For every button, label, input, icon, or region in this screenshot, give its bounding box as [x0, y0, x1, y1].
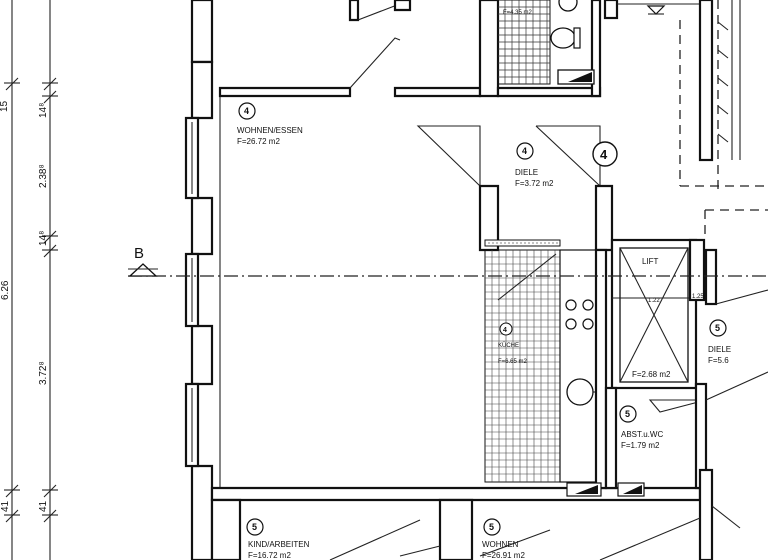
dim-right-d: 3.72⁸	[38, 361, 49, 385]
dim-left-total: 6.26	[0, 280, 11, 300]
dim-right-e: 41	[38, 500, 49, 512]
lift-name: LIFT	[642, 257, 659, 266]
room-number-circle	[238, 102, 256, 120]
diele-area: F=3.72 m2	[515, 179, 554, 188]
dim-left-a: 15	[0, 100, 10, 112]
lift-shaft	[610, 238, 706, 390]
room-number-circle	[709, 319, 727, 337]
outer-walls	[190, 0, 702, 560]
room-number-circle	[619, 405, 637, 423]
diele-name: DIELE	[515, 168, 538, 177]
wohnen-bottom-number: 5	[489, 522, 494, 532]
dim-left-b: 41	[0, 500, 11, 512]
room-number-circle	[592, 141, 618, 167]
wohnen-bottom-name: WOHNEN	[482, 540, 519, 549]
room-number-circle	[483, 518, 501, 536]
diele-right-area: F=5.6	[708, 356, 729, 365]
diele-right-number: 5	[715, 323, 720, 333]
lift-dim2: 1.25	[692, 294, 704, 300]
abst-wc-name: ABST.u.WC	[621, 430, 663, 439]
section-marker: B	[134, 245, 144, 262]
lift-area: F=2.68 m2	[632, 370, 671, 379]
wohnen-essen-name: WOHNEN/ESSEN	[237, 126, 303, 135]
diele-walls	[416, 125, 614, 252]
bath-tiles	[497, 0, 595, 85]
diele-number: 4	[522, 146, 527, 156]
bottom-rooms	[329, 505, 741, 560]
section-line	[128, 263, 768, 277]
lift-dim: 1.22	[648, 298, 660, 304]
wohnen-bottom-area: F=26.91 m2	[482, 551, 525, 560]
dimension-lines	[4, 0, 58, 560]
kind-name: KIND/ARBEITEN	[248, 540, 310, 549]
wohnen-essen-area: F=26.72 m2	[237, 137, 280, 146]
kueche-name: KÜCHE	[498, 342, 519, 349]
abst-wc-area: F=1.79 m2	[621, 441, 660, 450]
kind-number: 5	[252, 522, 257, 532]
room-number-circle	[516, 142, 534, 160]
kitchen	[484, 239, 645, 497]
room-number-circle	[246, 518, 264, 536]
kueche-area: F=6.65 m2	[498, 359, 528, 365]
dim-right-a: 14⁸	[38, 103, 49, 118]
wohnen-essen-number: 4	[244, 106, 249, 116]
dim-right-b: 2.38⁸	[38, 164, 49, 188]
windows-left	[184, 116, 200, 468]
wc-walls	[604, 248, 768, 560]
flur-number: 4	[600, 147, 608, 162]
diele-right-name: DIELE	[708, 345, 731, 354]
kueche-number: 4	[503, 327, 507, 334]
room-number-circle	[499, 322, 513, 336]
dim-right-c: 14⁸	[38, 231, 49, 246]
kind-area: F=16.72 m2	[248, 551, 291, 560]
stair-area	[603, 0, 768, 235]
bath-area: F=4.35 m2	[503, 10, 533, 16]
abst-wc-number: 5	[625, 409, 630, 419]
